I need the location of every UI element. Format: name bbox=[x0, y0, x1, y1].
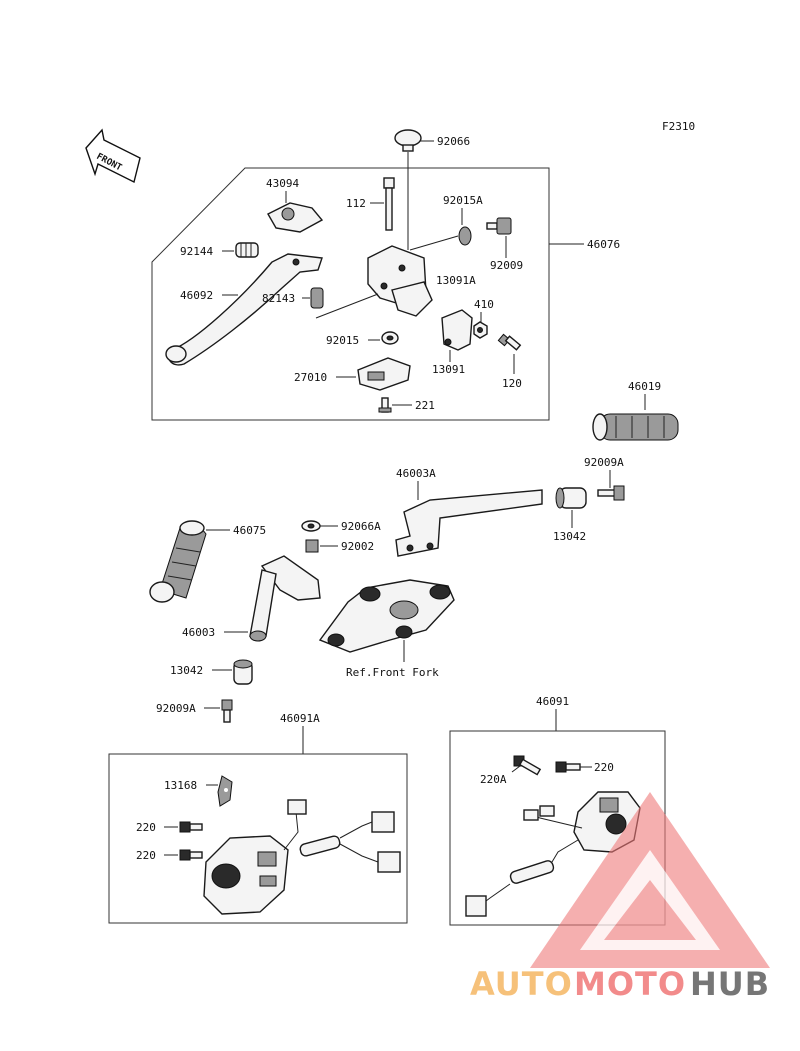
watermark-text-moto: MOTO bbox=[574, 965, 686, 1003]
part-92009A-right bbox=[597, 485, 625, 501]
part-221-screw bbox=[378, 397, 392, 413]
label-13042-left: 13042 bbox=[170, 664, 203, 677]
part-92066A bbox=[301, 520, 321, 532]
label-92015: 92015 bbox=[326, 334, 359, 347]
label-46075: 46075 bbox=[233, 524, 266, 537]
label-46076: 46076 bbox=[587, 238, 620, 251]
part-220-screw-a bbox=[179, 821, 203, 833]
part-front-fork-clamp bbox=[318, 579, 455, 653]
label-410: 410 bbox=[474, 298, 494, 311]
label-220-b: 220 bbox=[136, 849, 156, 862]
label-13168: 13168 bbox=[164, 779, 197, 792]
label-27010: 27010 bbox=[294, 371, 327, 384]
part-92002 bbox=[305, 539, 319, 553]
label-120: 120 bbox=[502, 377, 522, 390]
part-46003A-handlebar bbox=[395, 489, 543, 557]
part-43094 bbox=[267, 202, 324, 233]
part-13091-clamp bbox=[441, 309, 473, 351]
part-220A-screw bbox=[513, 755, 542, 776]
label-92009A-right: 92009A bbox=[584, 456, 624, 469]
part-82143-pin bbox=[310, 287, 324, 309]
part-112-bolt bbox=[383, 177, 395, 231]
clutch-lever-assembly-box bbox=[151, 167, 550, 421]
label-92009: 92009 bbox=[490, 259, 523, 272]
label-46091A: 46091A bbox=[280, 712, 320, 725]
label-220-a: 220 bbox=[136, 821, 156, 834]
label-221: 221 bbox=[415, 399, 435, 412]
label-ref-front-fork: Ref.Front Fork bbox=[346, 666, 439, 679]
part-13042-right bbox=[555, 487, 587, 509]
label-46091: 46091 bbox=[536, 695, 569, 708]
label-92144: 92144 bbox=[180, 245, 213, 258]
label-92066: 92066 bbox=[437, 135, 470, 148]
label-220-right: 220 bbox=[594, 761, 614, 774]
part-92144-spring bbox=[235, 242, 259, 258]
left-switch-box bbox=[108, 753, 408, 924]
part-27010-switch bbox=[357, 357, 411, 391]
part-46003-handlebar bbox=[249, 555, 321, 642]
label-46019: 46019 bbox=[628, 380, 661, 393]
label-82143: 82143 bbox=[262, 292, 295, 305]
label-43094: 43094 bbox=[266, 177, 299, 190]
label-46092: 46092 bbox=[180, 289, 213, 302]
part-220-screw-right bbox=[555, 761, 581, 773]
part-92015A bbox=[458, 226, 472, 246]
label-13091: 13091 bbox=[432, 363, 465, 376]
watermark-text-hub: HUB bbox=[690, 965, 770, 1003]
part-46075-grip bbox=[149, 520, 207, 603]
label-13042-right: 13042 bbox=[553, 530, 586, 543]
label-92066A: 92066A bbox=[341, 520, 381, 533]
label-112: 112 bbox=[346, 197, 366, 210]
watermark-logo: AUTO MOTO HUB bbox=[470, 792, 770, 1003]
part-lever-holder bbox=[367, 245, 433, 317]
label-220A: 220A bbox=[480, 773, 507, 786]
part-92015-washer bbox=[381, 331, 399, 345]
part-92009-screw bbox=[486, 217, 512, 235]
watermark-text-auto: AUTO bbox=[470, 965, 573, 1003]
part-410-nut bbox=[473, 321, 488, 339]
label-92002: 92002 bbox=[341, 540, 374, 553]
part-46091A-switch-housing bbox=[203, 835, 289, 915]
label-92009A-left: 92009A bbox=[156, 702, 196, 715]
label-46003A: 46003A bbox=[396, 467, 436, 480]
part-46092-lever bbox=[165, 253, 323, 366]
figure-code: F2310 bbox=[662, 120, 695, 133]
part-120-bolt bbox=[497, 333, 522, 351]
part-92066-cap bbox=[394, 129, 422, 152]
label-92015A: 92015A bbox=[443, 194, 483, 207]
label-13091A: 13091A bbox=[436, 274, 476, 287]
part-92009A-left bbox=[221, 699, 233, 723]
part-46019-grip bbox=[592, 413, 679, 441]
part-13042-left bbox=[233, 659, 253, 685]
part-46091A-wiring bbox=[283, 799, 401, 873]
part-220-screw-b bbox=[179, 849, 203, 861]
part-13168 bbox=[217, 775, 233, 807]
front-arrow-icon: FRONT bbox=[85, 128, 141, 184]
part-46091-wiring bbox=[465, 805, 583, 917]
label-46003: 46003 bbox=[182, 626, 215, 639]
